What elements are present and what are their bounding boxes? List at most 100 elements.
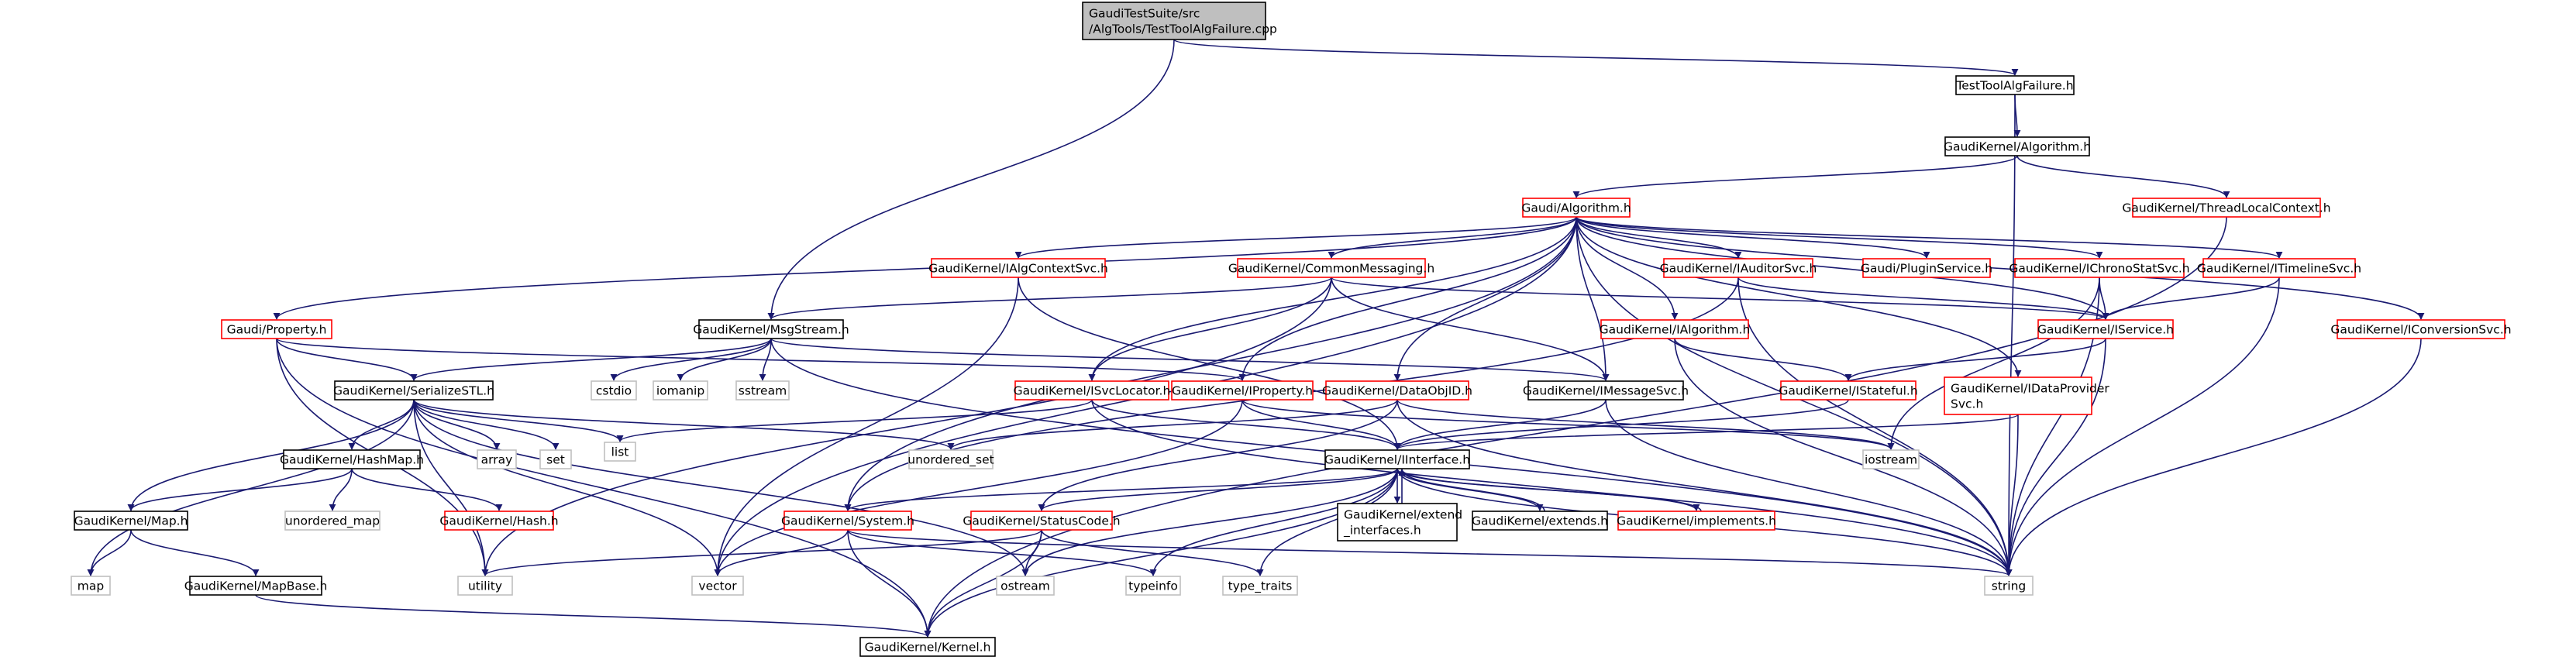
edge-gaudi_algorithm-to-ialgctx [1014, 216, 1577, 259]
node-root[interactable]: GaudiTestSuite/src/AlgTools/TestToolAlgF… [1082, 2, 1277, 40]
edge-gaudi_algorithm-to-commonmsg [1328, 216, 1577, 259]
edge-gaudi_algorithm-to-pluginsvc [1576, 216, 1930, 259]
node-extends[interactable]: GaudiKernel/extends.h [1472, 511, 1608, 531]
node-label-map_h: GaudiKernel/Map.h [74, 514, 188, 528]
node-label-iauditor: GaudiKernel/IAuditorSvc.h [1660, 262, 1817, 276]
node-ostream[interactable]: ostream [996, 576, 1055, 596]
edge-iinterface-to-system [844, 468, 1398, 511]
node-map_h[interactable]: GaudiKernel/Map.h [74, 511, 188, 531]
edge-serializestl-to-array [413, 399, 501, 450]
node-imessagesvc[interactable]: GaudiKernel/IMessageSvc.h [1523, 380, 1689, 401]
node-iinterface[interactable]: GaudiKernel/IInterface.h [1324, 449, 1470, 469]
node-serializestl[interactable]: GaudiKernel/SerializeSTL.h [333, 380, 494, 401]
edge-serializestl-to-set [413, 399, 560, 450]
node-testtool[interactable]: TestToolAlgFailure.h [1955, 75, 2075, 95]
node-label-sstream: sstream [739, 384, 787, 398]
node-label-hash: GaudiKernel/Hash.h [439, 514, 558, 528]
node-box-hash [444, 511, 554, 531]
edge-serializestl-to-unordered_set [413, 399, 955, 450]
node-box-ichrono [2014, 258, 2185, 278]
edge-commonmsg-to-isvclocator [1088, 277, 1332, 381]
node-itimeline[interactable]: GaudiKernel/ITimelineSvc.h [2197, 258, 2361, 278]
edge-dataobjid-to-statuscode [1038, 399, 1398, 511]
node-label-istateful: GaudiKernel/IStateful.h [1779, 384, 1917, 398]
node-iauditor[interactable]: GaudiKernel/IAuditorSvc.h [1660, 258, 1817, 278]
edge-statuscode-to-ostream [1021, 529, 1042, 576]
node-unordered_map[interactable]: unordered_map [284, 511, 381, 531]
node-box-serializestl [334, 380, 494, 401]
node-commonmsg[interactable]: GaudiKernel/CommonMessaging.h [1228, 258, 1434, 278]
node-label-idataprovider: Svc.h [1951, 397, 1983, 411]
node-isvclocator[interactable]: GaudiKernel/ISvcLocator.h [1014, 380, 1171, 401]
node-statuscode[interactable]: GaudiKernel/StatusCode.h [963, 511, 1121, 531]
node-string[interactable]: string [1984, 576, 2034, 596]
node-label-unordered_map: unordered_map [285, 514, 380, 529]
edge-msgstream-to-iomanip [677, 338, 772, 381]
node-set[interactable]: set [539, 449, 572, 469]
node-label-ichrono: GaudiKernel/IChronoStatSvc.h [2009, 262, 2189, 276]
node-label-iservice: GaudiKernel/IService.h [2037, 323, 2174, 337]
node-pluginsvc[interactable]: Gaudi/PluginService.h [1861, 258, 1992, 278]
node-kernel[interactable]: GaudiKernel/Kernel.h [859, 637, 996, 657]
node-ichrono[interactable]: GaudiKernel/IChronoStatSvc.h [2009, 258, 2190, 278]
node-dataobjid[interactable]: GaudiKernel/DataObjID.h [1322, 380, 1472, 401]
edge-dataobjid-to-string [1396, 399, 2013, 576]
edge-iconversion-to-string [2005, 338, 2422, 576]
node-iproperty[interactable]: GaudiKernel/IProperty.h [1171, 380, 1314, 401]
edge-itimeline-to-string [2005, 277, 2280, 576]
node-extend_interfaces[interactable]: GaudiKernel/extend_interfaces.h [1337, 503, 1462, 542]
node-type_traits[interactable]: type_traits [1222, 576, 1298, 596]
node-label-gk_threadlocal: GaudiKernel/ThreadLocalContext.h [2122, 201, 2330, 215]
node-box-gk_algorithm [1944, 136, 2090, 156]
node-istateful[interactable]: GaudiKernel/IStateful.h [1779, 380, 1918, 401]
node-box-pluginsvc [1862, 258, 1991, 278]
node-box-hashmap [283, 449, 421, 469]
node-ialgorithm[interactable]: GaudiKernel/IAlgorithm.h [1600, 319, 1751, 339]
node-label-serializestl: GaudiKernel/SerializeSTL.h [333, 384, 494, 398]
node-label-gk_algorithm: GaudiKernel/Algorithm.h [1944, 140, 2091, 154]
edge-idataprovider-to-string [2005, 414, 2019, 576]
node-utility[interactable]: utility [457, 576, 513, 596]
node-mapbase[interactable]: GaudiKernel/MapBase.h [184, 576, 328, 596]
node-iconversion[interactable]: GaudiKernel/IConversionSvc.h [2330, 319, 2512, 339]
node-gk_algorithm[interactable]: GaudiKernel/Algorithm.h [1944, 136, 2091, 156]
node-map[interactable]: map [71, 576, 111, 596]
node-box-ialgorithm [1600, 319, 1749, 339]
node-gk_threadlocal[interactable]: GaudiKernel/ThreadLocalContext.h [2122, 198, 2331, 218]
node-gaudi_algorithm[interactable]: Gaudi/Algorithm.h [1521, 198, 1631, 218]
node-hash[interactable]: GaudiKernel/Hash.h [439, 511, 559, 531]
node-hashmap[interactable]: GaudiKernel/HashMap.h [280, 449, 424, 469]
node-label-iinterface: GaudiKernel/IInterface.h [1324, 453, 1470, 467]
node-unordered_set[interactable]: unordered_set [907, 449, 994, 469]
node-system[interactable]: GaudiKernel/System.h [781, 511, 914, 531]
node-vector[interactable]: vector [691, 576, 744, 596]
node-gaudi_property[interactable]: Gaudi/Property.h [221, 319, 332, 339]
node-list[interactable]: list [604, 442, 636, 462]
node-typeinfo[interactable]: typeinfo [1125, 576, 1181, 596]
node-array[interactable]: array [477, 449, 517, 469]
node-label-implements: GaudiKernel/implements.h [1617, 514, 1776, 528]
edge-gaudi_property-to-iproperty [276, 338, 1246, 381]
node-sstream[interactable]: sstream [735, 380, 790, 401]
node-cstdio[interactable]: cstdio [591, 380, 637, 401]
node-box-cstdio [591, 380, 637, 401]
node-box-istateful [1780, 380, 1917, 401]
edge-msgstream-to-imessagesvc [770, 338, 1610, 381]
node-box-set [539, 449, 572, 469]
node-iservice[interactable]: GaudiKernel/IService.h [2037, 319, 2174, 339]
node-iomanip[interactable]: iomanip [653, 380, 708, 401]
node-label-dataobjid: GaudiKernel/DataObjID.h [1322, 384, 1472, 398]
node-label-vector: vector [698, 579, 737, 593]
node-msgstream[interactable]: GaudiKernel/MsgStream.h [693, 319, 849, 339]
node-label-iproperty: GaudiKernel/IProperty.h [1172, 384, 1313, 398]
node-label-extend_interfaces: GaudiKernel/extend [1344, 508, 1462, 522]
edge-isvclocator-to-list [616, 399, 1093, 442]
node-label-utility: utility [468, 579, 502, 593]
node-ialgctx[interactable]: GaudiKernel/IAlgContextSvc.h [928, 258, 1108, 278]
node-implements[interactable]: GaudiKernel/implements.h [1617, 511, 1776, 531]
node-iostream[interactable]: iostream [1862, 449, 1920, 469]
edge-statuscode-to-type_traits [1041, 529, 1264, 576]
node-box-gaudi_property [221, 319, 332, 339]
node-box-unordered_map [284, 511, 381, 531]
